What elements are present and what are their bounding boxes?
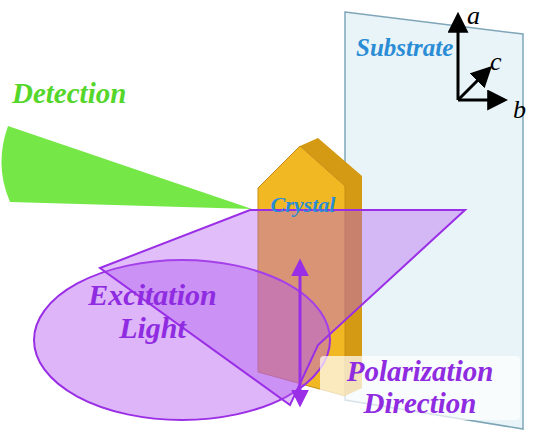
polarization-label: Polarization Direction [320,356,520,420]
detection-cone [1,126,252,209]
detection-label: Detection [12,78,182,110]
axis-a [457,16,460,100]
node-label: Excitation Light [70,278,235,344]
node-label: Substrate [356,34,496,62]
axis-label: c [490,48,502,77]
node-label: Crystal [260,193,346,217]
axis-label: a [467,2,480,31]
axis-c [458,69,489,100]
polarization-arrow [299,262,302,404]
axis-b [458,99,504,102]
axis-label: b [513,96,526,125]
